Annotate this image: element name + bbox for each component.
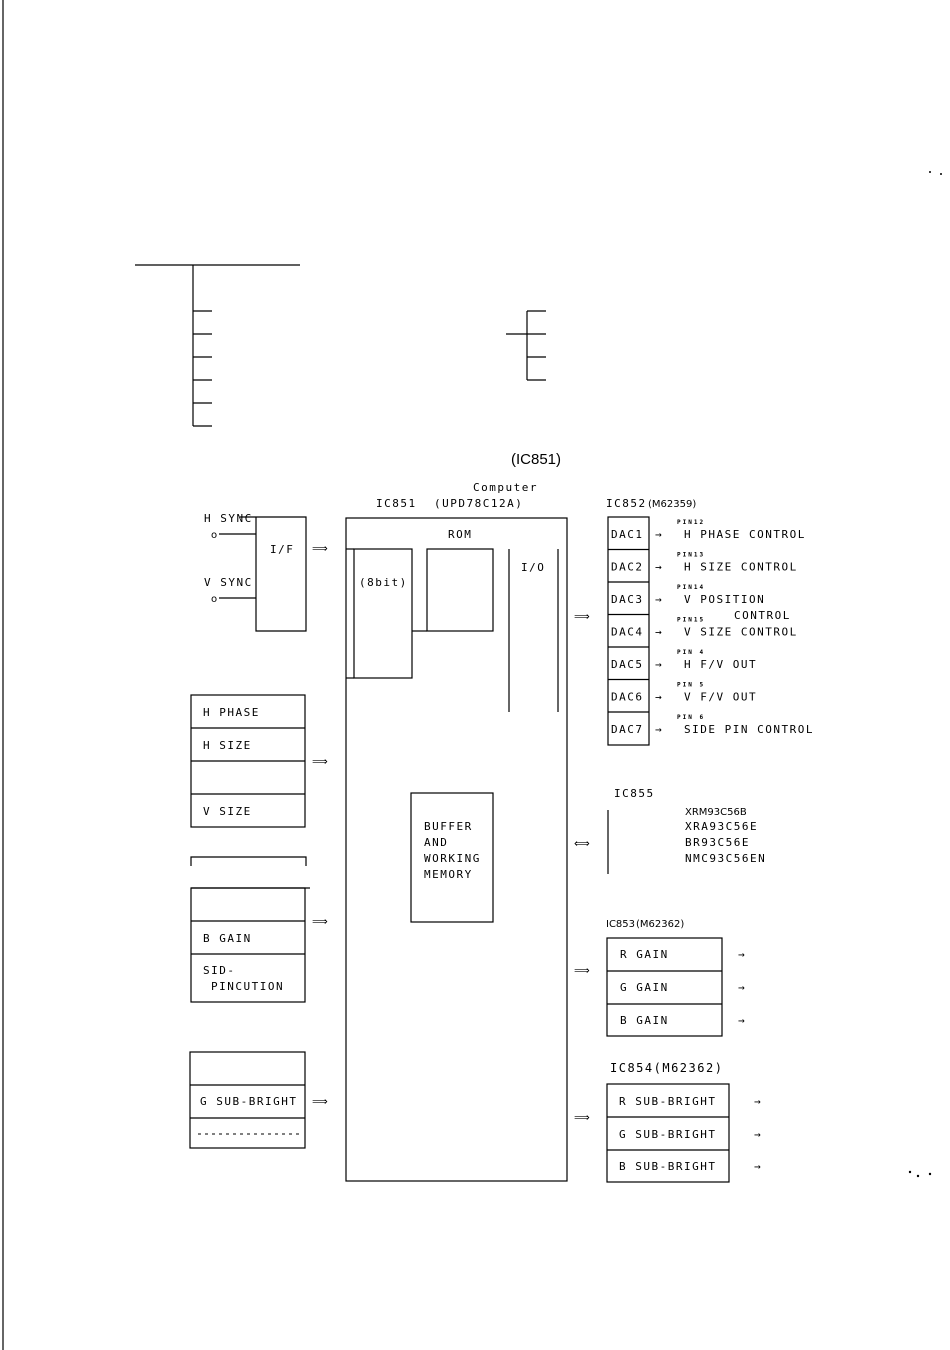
rom-label: ROM: [448, 528, 472, 541]
dac-function: H PHASE CONTROL: [684, 528, 806, 541]
computer-label: Computer: [473, 481, 538, 494]
gain-chip-label: IC853: [606, 919, 635, 930]
gain-item: SID-: [203, 964, 236, 977]
gain-chip-part: (M62362): [636, 919, 684, 930]
dac-name: DAC1: [611, 528, 644, 541]
eeprom-label: IC855: [614, 787, 655, 800]
computer-part-label: (UPD78C12A): [434, 497, 523, 510]
dac-function: V POSITION: [684, 593, 765, 606]
eeprom-block: IC855 XRM93C56B XRA93C56E BR93C56E NMC93…: [607, 787, 766, 874]
dac-pin-label: PIN14: [677, 584, 705, 591]
bright-item: G SUB-BRIGHT: [200, 1095, 297, 1108]
buffer-line-1: BUFFER: [424, 820, 473, 833]
dac-out-arrow: →: [655, 658, 663, 671]
gain-chip-item: G GAIN: [620, 981, 669, 994]
bright-out-arrow: →: [754, 1095, 762, 1108]
buffer-line-4: MEMORY: [424, 868, 473, 881]
eeprom-part: XRM93C56B: [685, 807, 747, 818]
double-arrow-dac: ⟹: [574, 610, 591, 623]
eeprom-part: BR93C56E: [685, 836, 750, 849]
gain-chip: IC853 (M62362) R GAIN G GAIN B GAIN → → …: [606, 919, 746, 1037]
eeprom-part: XRA93C56E: [685, 820, 758, 833]
dac-pin-label: PIN 6: [677, 714, 705, 721]
gain-group: B GAIN SID- PINCUTION: [190, 856, 310, 1003]
dac-out-arrow: →: [655, 723, 663, 736]
dac-name: DAC4: [611, 626, 644, 639]
bright-chip-item: G SUB-BRIGHT: [619, 1128, 716, 1141]
dac-chip-part: (M62359): [648, 499, 696, 510]
dac-function: H F/V OUT: [684, 658, 757, 671]
scan-speck: [928, 1172, 932, 1176]
dac-pin-label: PIN13: [677, 552, 705, 559]
bright-chip-item: R SUB-BRIGHT: [619, 1095, 716, 1108]
bright-out-arrow: →: [754, 1160, 762, 1173]
eeprom-part: NMC93C56EN: [685, 852, 766, 865]
double-arrow-bright: ⟹: [312, 1095, 329, 1108]
v-sync-terminal: o: [211, 594, 217, 605]
gain-item: PINCUTION: [211, 980, 284, 993]
control-group: H PHASE H SIZE V SIZE: [190, 694, 306, 828]
dac-out-arrow: →: [655, 593, 663, 606]
dac-pin-label: PIN12: [677, 519, 705, 526]
scan-speck: [908, 1170, 912, 1174]
dac-out-arrow: →: [655, 561, 663, 574]
bright-chip-item: B SUB-BRIGHT: [619, 1160, 716, 1173]
dac-pin-label: PIN 4: [677, 649, 705, 656]
double-arrow-gain-chip: ⟹: [574, 964, 591, 977]
ic-reference-title: (IC851): [511, 451, 561, 468]
dac-name: DAC6: [611, 691, 644, 704]
extra-control-label: CONTROL: [734, 609, 791, 622]
double-arrow-gain: ⟹: [312, 915, 329, 928]
buffer-line-3: WORKING: [424, 852, 481, 865]
dac-name: DAC5: [611, 658, 644, 671]
dac-function: H SIZE CONTROL: [684, 561, 798, 574]
computer-ic-label: IC851: [376, 497, 417, 510]
double-arrow-if: ⟹: [312, 542, 329, 555]
dac-function: V SIZE CONTROL: [684, 626, 798, 639]
dac-pin-label: PIN 5: [677, 682, 705, 689]
dac-out-arrow: →: [655, 691, 663, 704]
v-sync-label: V SYNC: [204, 576, 253, 589]
io-label: I/O: [521, 561, 545, 574]
dac-name: DAC7: [611, 723, 644, 736]
cpu-label: (8bit): [359, 576, 408, 589]
gain-chip-item: B GAIN: [620, 1014, 669, 1027]
gain-out-arrow: →: [738, 948, 746, 961]
double-arrow-eeprom: ⟺: [574, 837, 591, 850]
double-arrow-bright-chip: ⟹: [574, 1111, 591, 1124]
dac-name: DAC3: [611, 593, 644, 606]
dac-chip: IC852 (M62359) DAC1 PIN12 → H PHASE CONTROL…: [606, 497, 814, 746]
double-arrow-control: ⟹: [312, 755, 329, 768]
bright-chip: IC854(M62362) R SUB-BRIGHT G SUB-BRIGHT …: [606, 1061, 762, 1183]
interface-block: H SYNC o I/F V SYNC o: [204, 512, 307, 632]
dac-name: DAC2: [611, 561, 644, 574]
computer-box: ROM (8bit) I/O BUFFER AND WORKING MEMORY: [345, 517, 568, 1182]
h-sync-terminal: o: [211, 530, 217, 541]
control-item: V SIZE: [203, 805, 252, 818]
h-sync-label: H SYNC: [204, 512, 253, 525]
dac-function: SIDE PIN CONTROL: [684, 723, 814, 736]
gain-chip-item: R GAIN: [620, 948, 669, 961]
gain-out-arrow: →: [738, 981, 746, 994]
dac-function: V F/V OUT: [684, 691, 757, 704]
gain-item: B GAIN: [203, 932, 252, 945]
bright-out-arrow: →: [754, 1128, 762, 1141]
control-item: H PHASE: [203, 706, 260, 719]
buffer-line-2: AND: [424, 836, 448, 849]
scan-speck: [940, 173, 942, 175]
tree-structure: [135, 264, 546, 427]
bright-chip-label: IC854(M62362): [610, 1061, 723, 1075]
dac-out-arrow: →: [655, 626, 663, 639]
control-item: H SIZE: [203, 739, 252, 752]
if-label: I/F: [270, 543, 294, 556]
bright-group: G SUB-BRIGHT: [189, 1051, 306, 1149]
scan-speck: [916, 1174, 920, 1178]
dac-out-arrow: →: [655, 528, 663, 541]
gain-out-arrow: →: [738, 1014, 746, 1027]
scan-speck: [929, 171, 931, 173]
dac-chip-label: IC852: [606, 497, 647, 510]
dac-pin-label: PIN15: [677, 617, 705, 624]
